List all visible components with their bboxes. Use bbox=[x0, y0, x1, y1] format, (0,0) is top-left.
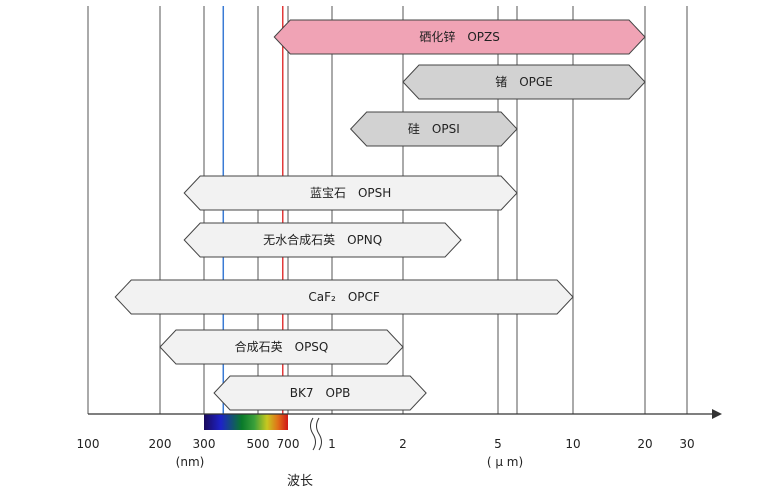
axis-arrow bbox=[712, 409, 722, 419]
range-bar bbox=[273, 19, 646, 55]
x-axis-label: 波长 bbox=[287, 474, 313, 489]
tick-label: 700 bbox=[277, 437, 300, 451]
visible-spectrum-strip bbox=[204, 414, 288, 430]
x-tick-labels: 100 200 300 500 700 1 2 5 10 20 30 bbox=[77, 437, 695, 451]
unit-label-nm: (nm) bbox=[176, 455, 205, 469]
tick-label: 100 bbox=[77, 437, 100, 451]
axis-break-mark bbox=[316, 417, 322, 451]
range-bar bbox=[114, 279, 574, 315]
spectrum-band bbox=[204, 414, 288, 430]
unit-label-um: ( μ m) bbox=[487, 455, 523, 469]
tick-label: 200 bbox=[149, 437, 172, 451]
bar-label: 无水合成石英 OPNQ bbox=[263, 232, 382, 247]
bar-label: 锗 OPGE bbox=[495, 74, 553, 89]
bar-label: 硅 OPSI bbox=[408, 122, 460, 136]
bar-label: 蓝宝石 OPSH bbox=[310, 186, 391, 200]
bar-label: BK7 OPB bbox=[290, 386, 351, 400]
bar-label: 硒化锌 OPZS bbox=[419, 30, 500, 44]
range-bar bbox=[183, 175, 518, 211]
bar-label: 合成石英 OPSQ bbox=[235, 339, 329, 354]
tick-label: 1 bbox=[328, 437, 336, 451]
range-bar bbox=[402, 64, 646, 100]
tick-label: 30 bbox=[679, 437, 694, 451]
tick-label: 20 bbox=[637, 437, 652, 451]
tick-label: 300 bbox=[193, 437, 216, 451]
range-bar bbox=[183, 222, 462, 258]
tick-label: 500 bbox=[247, 437, 270, 451]
axis-break-mark bbox=[310, 417, 316, 451]
range-bar bbox=[213, 375, 427, 411]
range-bar bbox=[349, 111, 518, 147]
x-axis bbox=[88, 409, 722, 451]
tick-label: 10 bbox=[565, 437, 580, 451]
material-bars: 硒化锌 OPZS 锗 OPGE 硅 OPSI 蓝宝石 OPSH 无水合成石英 OPNQ C… bbox=[114, 19, 646, 411]
tick-label: 2 bbox=[399, 437, 407, 451]
bar-label: CaF₂ OPCF bbox=[308, 290, 380, 304]
tick-label: 5 bbox=[494, 437, 502, 451]
range-bar bbox=[159, 329, 404, 365]
